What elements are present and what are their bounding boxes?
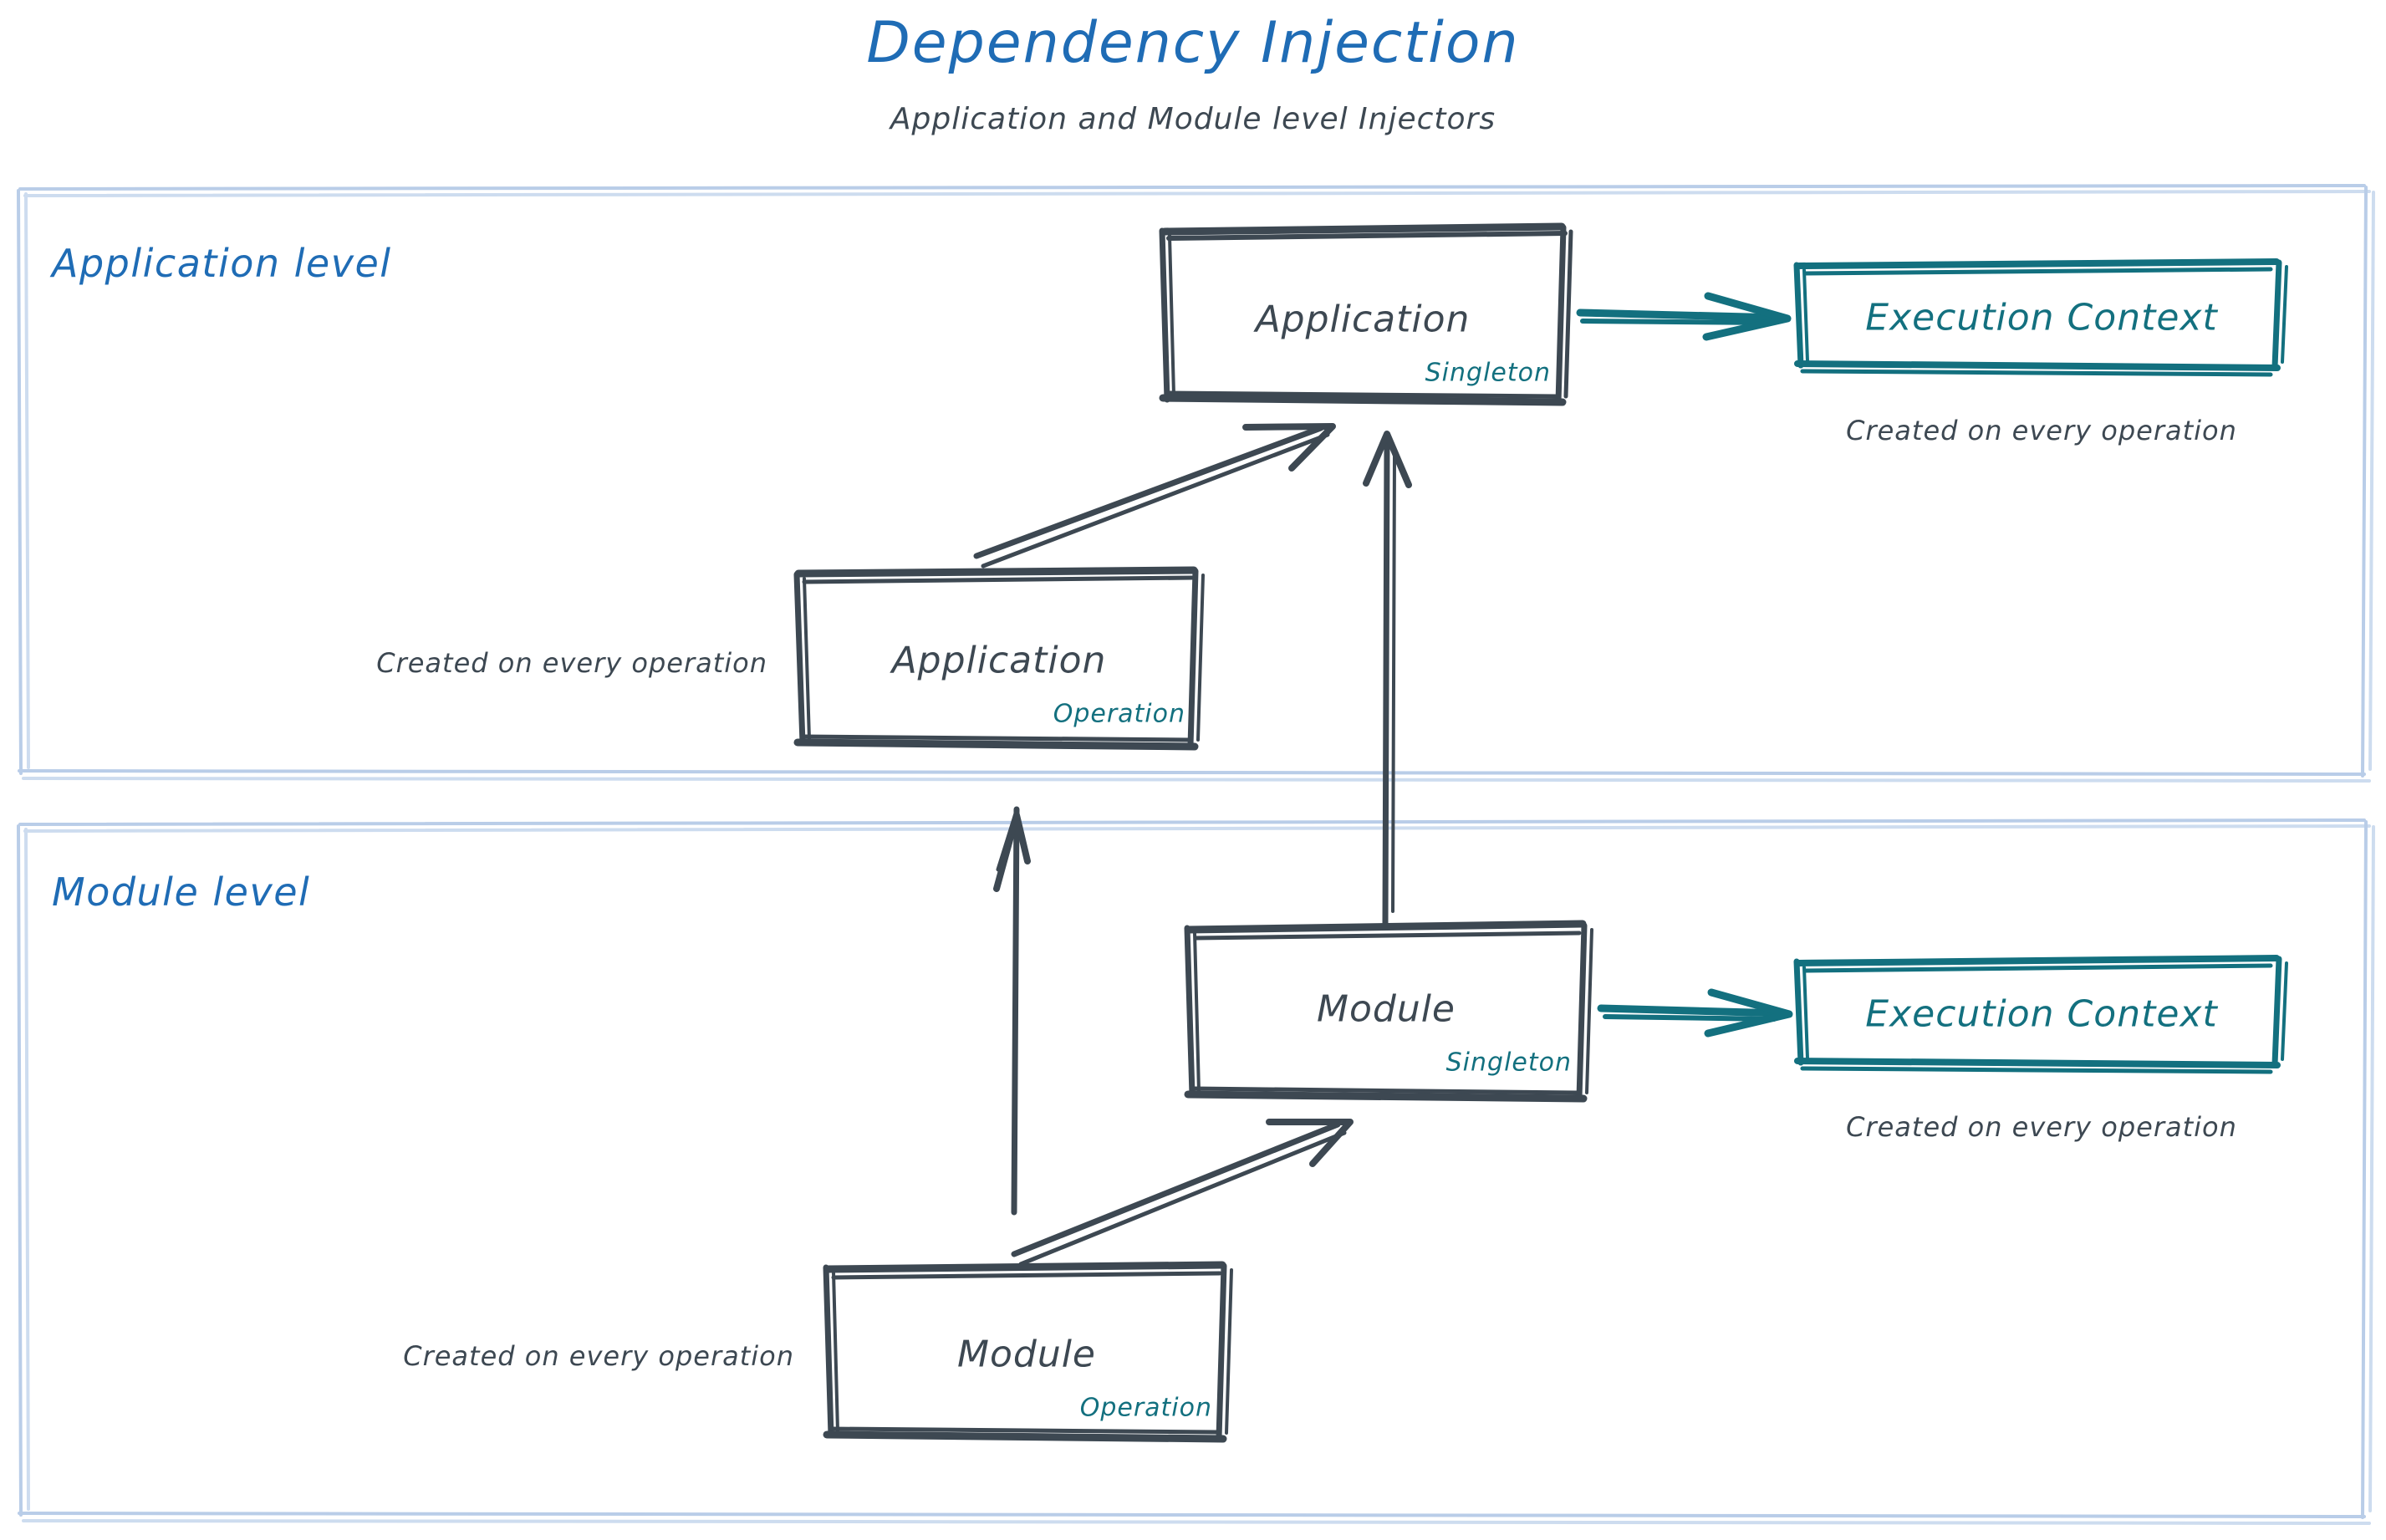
panel-application-level-frame	[17, 184, 2375, 783]
page-title: Dependency Injection	[866, 10, 1520, 76]
edge-module-singleton-to-application-singleton	[1363, 431, 1412, 927]
note-module-operation: Created on every operation	[403, 1340, 794, 1372]
node-label-application-operation: Application	[891, 639, 1107, 682]
node-scope-module-operation: Operation	[1079, 1393, 1212, 1423]
node-application-operation-box[interactable]	[793, 566, 1205, 751]
node-application-execution-context-box[interactable]	[1793, 258, 2288, 377]
node-scope-application-operation: Operation	[1053, 699, 1185, 729]
node-label-module-operation: Module	[957, 1333, 1096, 1376]
node-scope-module-singleton: Singleton	[1445, 1048, 1572, 1078]
edge-module-operation-to-application-operation	[993, 806, 1031, 1216]
panel-module-level-frame	[17, 818, 2375, 1525]
edge-module-operation-to-singleton	[1011, 1119, 1354, 1267]
node-application-singleton-box[interactable]	[1159, 222, 1573, 406]
node-label-module-execution-context: Execution Context	[1865, 992, 2218, 1036]
node-label-application-singleton: Application	[1255, 298, 1471, 341]
panel-label-application-level: Application level	[52, 241, 392, 286]
edge-application-to-execution-context	[1576, 292, 1792, 341]
node-label-application-execution-context: Execution Context	[1865, 296, 2218, 339]
node-module-operation-box[interactable]	[823, 1261, 1233, 1443]
page-subtitle: Application and Module level Injectors	[890, 102, 1496, 136]
node-scope-application-singleton: Singleton	[1425, 358, 1551, 388]
panel-label-module-level: Module level	[52, 869, 311, 915]
node-module-execution-context-box[interactable]	[1793, 955, 2288, 1074]
node-label-module-singleton: Module	[1317, 987, 1456, 1031]
edge-module-to-execution-context	[1597, 988, 1793, 1038]
edge-application-operation-to-singleton	[973, 423, 1336, 569]
note-application-execution-context: Created on every operation	[1846, 415, 2237, 446]
note-application-operation: Created on every operation	[376, 647, 767, 679]
node-module-singleton-box[interactable]	[1184, 920, 1593, 1103]
note-module-execution-context: Created on every operation	[1846, 1111, 2237, 1143]
